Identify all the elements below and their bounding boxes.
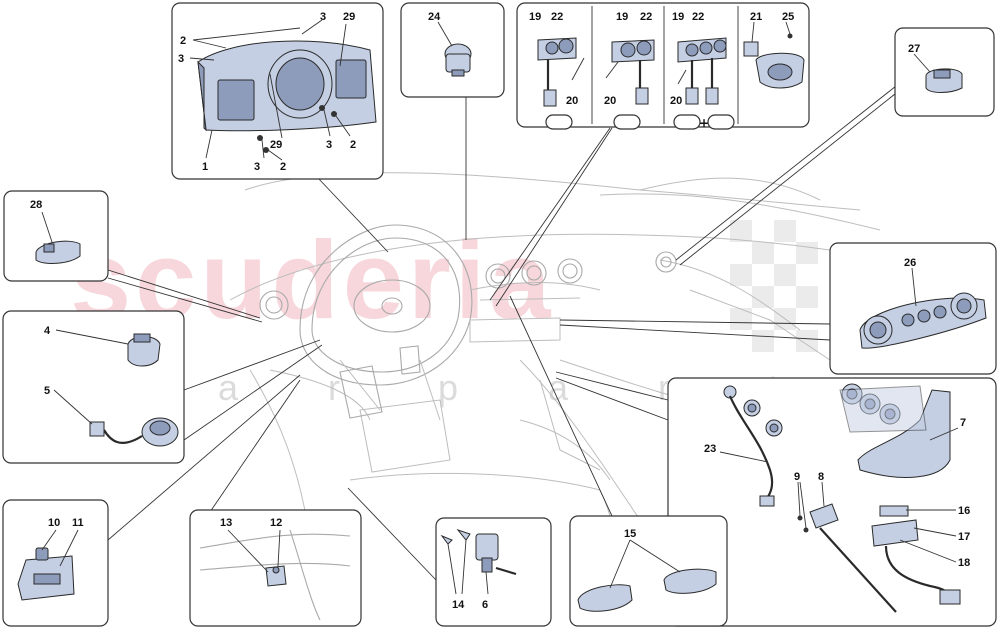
plus-sign: + — [699, 116, 709, 130]
part-15-box: 15 — [569, 515, 728, 627]
part-26-box: 26 — [829, 242, 997, 375]
callout-10: 10 — [48, 517, 60, 529]
callout-18: 18 — [958, 557, 970, 569]
callout-28: 28 — [30, 199, 42, 211]
callout-20: 20 — [670, 95, 682, 107]
callout-27: 27 — [908, 43, 920, 55]
part-28-box: 28 — [3, 190, 109, 282]
part-24-box: 24 — [400, 2, 505, 98]
part-6-14-box: 14 6 — [435, 517, 552, 627]
callout-15: 15 — [624, 528, 636, 540]
callout-1: 1 — [202, 161, 208, 173]
callout-20: 20 — [604, 95, 616, 107]
callout-26: 26 — [904, 257, 916, 269]
callout-19: 19 — [616, 11, 628, 23]
callout-22: 22 — [551, 11, 563, 23]
pedals — [339, 345, 421, 419]
callout-7: 7 — [960, 417, 966, 429]
callout-16: 16 — [958, 505, 970, 517]
callout-3: 3 — [254, 161, 260, 173]
switch-panel-box: 19 22 20 19 22 20 19 22 20 + 21 25 — [516, 2, 810, 130]
watermark-letter: a — [218, 367, 239, 408]
callout-19: 19 — [529, 11, 541, 23]
leader-lines — [107, 85, 901, 581]
callout-12: 12 — [270, 517, 282, 529]
watermark-letter: a — [548, 367, 569, 408]
callout-2: 2 — [280, 161, 286, 173]
callout-2: 2 — [350, 139, 356, 151]
watermark-letter: r — [658, 367, 670, 408]
callout-25: 25 — [782, 11, 794, 23]
callout-23: 23 — [704, 443, 716, 455]
part-4-5-box: 4 5 — [2, 310, 185, 464]
callout-29: 29 — [343, 11, 355, 23]
callout-20: 20 — [566, 95, 578, 107]
callout-3: 3 — [326, 139, 332, 151]
callout-13: 13 — [220, 517, 232, 529]
callout-5: 5 — [44, 385, 50, 397]
cluster-box: 2 3 3 29 1 3 2 29 3 2 — [171, 2, 384, 180]
callout-3: 3 — [178, 53, 184, 65]
callout-8: 8 — [818, 471, 824, 483]
callout-22: 22 — [692, 11, 704, 23]
part-27-box: 27 — [894, 27, 995, 117]
callout-4: 4 — [44, 325, 51, 337]
callout-3: 3 — [320, 11, 326, 23]
callout-6: 6 — [482, 599, 488, 611]
dashboard-sketch — [229, 172, 881, 621]
callout-11: 11 — [72, 517, 84, 529]
part-10-11-box: 10 11 — [2, 499, 109, 627]
callout-14: 14 — [452, 599, 465, 611]
callout-19: 19 — [672, 11, 684, 23]
callout-22: 22 — [640, 11, 652, 23]
tunnel-console-box: 7 23 9 8 16 17 18 — [667, 377, 997, 627]
watermark-letter: p — [438, 367, 458, 408]
callout-17: 17 — [958, 531, 970, 543]
callout-21: 21 — [750, 11, 762, 23]
callout-29: 29 — [270, 139, 282, 151]
part-12-13-box: 13 12 — [189, 509, 362, 627]
callout-24: 24 — [428, 11, 441, 23]
callout-9: 9 — [794, 471, 800, 483]
callout-2: 2 — [180, 35, 186, 47]
